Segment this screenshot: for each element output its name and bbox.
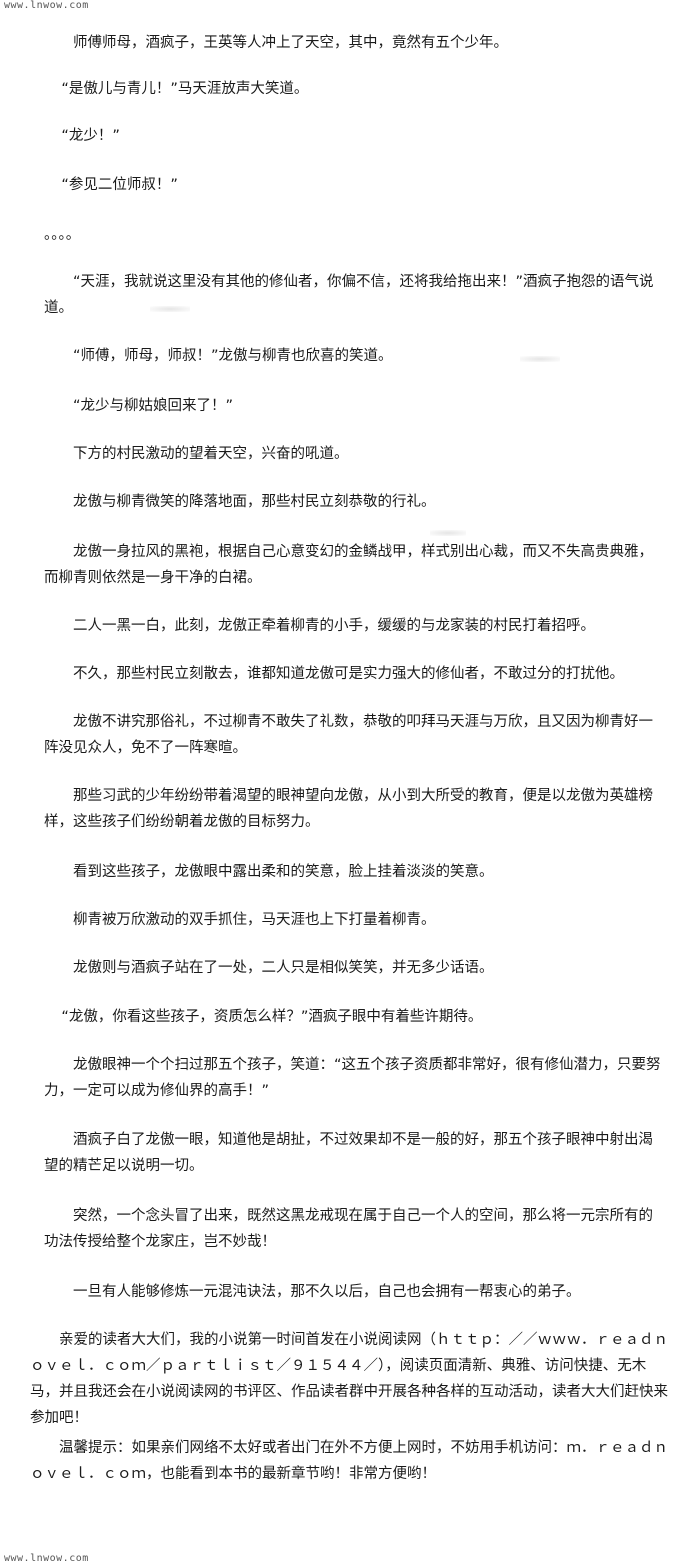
paragraph-13: 不久，那些村民立刻散去，谁都知道龙傲可是实力强大的修仙者，不敢过分的打扰他。 [73,666,624,682]
paragraph-11: 龙傲一身拉风的黑袍，根据自己心意变幻的金鳞战甲，样式别出心裁，而又不失高贵典雅，… [44,544,653,586]
paragraph-2: “是傲儿与青儿！”马天涯放声大笑道。 [61,81,309,97]
paragraph-21: 酒疯子白了龙傲一眼，知道他是胡扯，不过效果却不是一般的好，那五个孩子眼神中射出渴… [44,1132,653,1174]
paragraph-3: “龙少！” [61,128,120,144]
watermark-top: www.lnwow.com [4,0,89,11]
paragraph-1: 师傅师母，酒疯子，王英等人冲上了天空，其中，竟然有五个少年。 [73,35,508,51]
paragraph-15: 那些习武的少年纷纷带着渴望的眼神望向龙傲，从小到大所受的教育，便是以龙傲为英雄榜… [44,788,653,830]
paragraph-8: “龙少与柳姑娘回来了！” [73,398,234,414]
paragraph-5: 。。。。 [44,227,81,243]
paragraph-17: 柳青被万欣激动的双手抓住，马天涯也上下打量着柳青。 [73,912,436,928]
watermark-bottom: www.lnwow.com [4,1553,89,1564]
paragraph-22: 突然，一个念头冒了出来，既然这黑龙戒现在属于自己一个人的空间，那么将一元宗所有的… [44,1208,653,1250]
paragraph-4: “参见二位师叔！” [61,177,178,193]
scan-smudge [520,356,560,362]
paragraph-9: 下方的村民激动的望着天空，兴奋的吼道。 [73,446,349,462]
promo-paragraph: 亲爱的读者大大们，我的小说第一时间首发在小说阅读网（ｈｔｔｐ：／／ｗｗｗ．ｒｅａ… [30,1332,668,1426]
tip-paragraph: 温馨提示：如果亲们网络不太好或者出门在外不方便上网时，不妨用手机访问：ｍ．ｒｅａ… [30,1440,668,1482]
paragraph-16: 看到这些孩子，龙傲眼中露出柔和的笑意，脸上挂着淡淡的笑意。 [73,864,494,880]
paragraph-20: 龙傲眼神一个个扫过那五个孩子，笑道：“这五个孩子资质都非常好，很有修仙潜力，只要… [44,1057,661,1099]
scan-smudge [150,306,190,312]
paragraph-12: 二人一黑一白，此刻，龙傲正牵着柳青的小手，缓缓的与龙家装的村民打着招呼。 [73,618,595,634]
paragraph-19: “龙傲，你看这些孩子，资质怎么样？”酒疯子眼中有着些许期待。 [61,1009,483,1025]
paragraph-23: 一旦有人能够修炼一元混沌诀法，那不久以后，自己也会拥有一帮衷心的弟子。 [73,1284,581,1300]
paragraph-6: “天涯，我就说这里没有其他的修仙者，你偏不信，还将我给拖出来！”酒疯子抱怨的语气… [44,274,654,316]
scan-smudge [430,530,466,536]
paragraph-18: 龙傲则与酒疯子站在了一处，二人只是相似笑笑，并无多少话语。 [73,960,494,976]
paragraph-7: “师傅，师母，师叔！”龙傲与柳青也欣喜的笑道。 [73,348,393,364]
paragraph-14: 龙傲不讲究那俗礼，不过柳青不敢失了礼数，恭敬的叩拜马天涯与万欣，且又因为柳青好一… [44,714,653,756]
paragraph-10: 龙傲与柳青微笑的降落地面，那些村民立刻恭敬的行礼。 [73,494,436,510]
